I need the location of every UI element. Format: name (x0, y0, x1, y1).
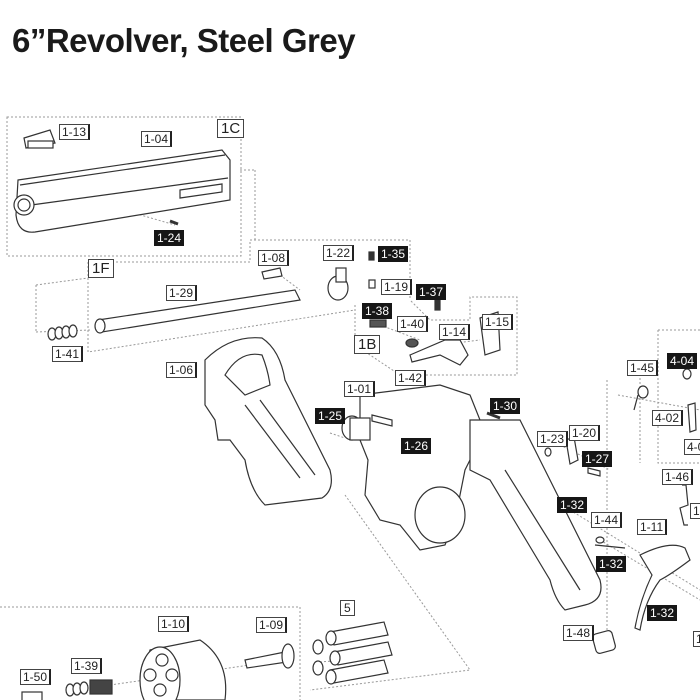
part-label-1-24: 1-24 (154, 230, 185, 246)
part-label-1-29: 1-29 (166, 285, 198, 301)
part-label-1-25: 1-25 (315, 408, 346, 424)
part-label-1-14: 1-14 (439, 324, 471, 340)
part-label-1-45: 1-45 (627, 360, 659, 376)
right-grip (469, 419, 602, 611)
part-label-1-32-a: 1-32 (557, 497, 588, 513)
part-label-1-4x: 1- (690, 503, 700, 519)
part-label-1-38: 1-38 (362, 303, 393, 319)
part-label-1-13: 1-13 (59, 124, 91, 140)
part-label-1-10: 1-10 (158, 616, 190, 632)
part-label-1-32-c: 1-32 (647, 605, 678, 621)
group-label-1c: 1C (217, 119, 245, 138)
part-label-1-09: 1-09 (256, 617, 288, 633)
part-label-1-30: 1-30 (490, 398, 521, 414)
shells (312, 621, 393, 685)
part-label-1-22: 1-22 (323, 245, 355, 261)
page-title: 6”Revolver, Steel Grey (12, 22, 356, 59)
part-label-1-40: 1-40 (397, 316, 429, 332)
part-label-1-04: 1-04 (141, 131, 173, 147)
part-label-1-37: 1-37 (416, 284, 447, 300)
part-label-4-02: 4-02 (652, 410, 684, 426)
part-label-1-20: 1-20 (569, 425, 601, 441)
group-box-1c (6, 116, 242, 257)
part-label-4-0x: 4-0 (684, 439, 700, 455)
part-label-1-35: 1-35 (378, 246, 409, 262)
left-grip (204, 337, 332, 506)
part-label-1-06: 1-06 (166, 362, 198, 378)
part-label-1-41: 1-41 (52, 346, 84, 362)
group-label-1b: 1B (354, 335, 381, 354)
part-label-1-44: 1-44 (591, 512, 623, 528)
group-box-cylinder (0, 606, 301, 700)
part-label-1-42: 1-42 (395, 370, 427, 386)
part-label-1-26: 1-26 (401, 438, 432, 454)
part-label-1-01: 1-01 (344, 381, 376, 397)
part-label-1-27: 1-27 (582, 451, 613, 467)
trigger (634, 544, 691, 631)
part-label-1-15: 1-15 (482, 314, 514, 330)
barrel-shroud (15, 149, 231, 233)
group-box-1b (354, 296, 518, 376)
part-label-1-32-b: 1-32 (596, 556, 627, 572)
group-label-1f: 1F (88, 259, 114, 278)
part-label-4-04: 4-04 (667, 353, 698, 369)
part-label-1-23: 1-23 (537, 431, 569, 447)
group-label-5: 5 (340, 600, 355, 616)
part-label-1-11: 1-11 (637, 519, 668, 535)
part-label-1-1x: 1 (693, 631, 700, 647)
group-box-1f (87, 262, 356, 353)
part-label-1-19: 1-19 (381, 279, 413, 295)
part-label-1-46: 1-46 (662, 469, 694, 485)
part-label-1-39: 1-39 (71, 658, 103, 674)
part-label-1-48: 1-48 (563, 625, 595, 641)
part-label-1-50: 1-50 (20, 669, 52, 685)
part-label-1-08: 1-08 (258, 250, 290, 266)
outer-barrel (97, 289, 301, 333)
